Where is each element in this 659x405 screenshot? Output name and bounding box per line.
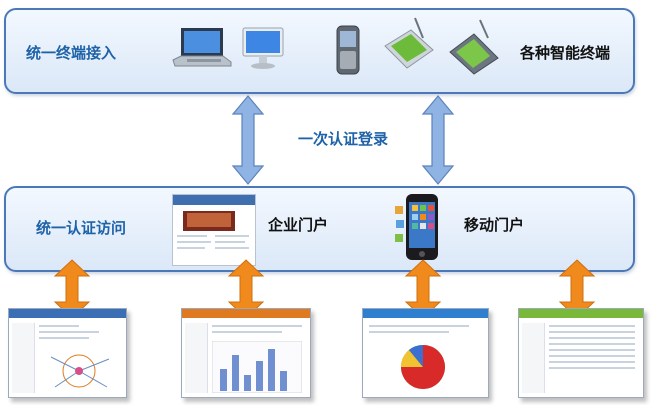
pda-icon <box>449 19 499 75</box>
smartphone-icon <box>395 194 438 260</box>
enterprise-portal-screenshot <box>172 194 256 266</box>
single-sign-on-label: 一次认证登录 <box>298 130 389 148</box>
app3-piechart-screenshot <box>362 308 489 398</box>
unified-auth-panel: 统一认证访问 企业门户 移动门户 <box>4 186 635 272</box>
smart-terminals-label: 各种智能终端 <box>520 44 611 62</box>
enterprise-portal-label: 企业门户 <box>268 216 329 234</box>
blue-double-arrow-right <box>421 95 455 185</box>
unified-auth-label: 统一认证访问 <box>36 219 127 237</box>
app1-dashboard-screenshot <box>8 308 127 398</box>
tablet-icon <box>384 17 434 69</box>
laptop-icon <box>172 28 232 67</box>
app2-barchart-screenshot <box>181 308 311 398</box>
app4-table-screenshot <box>518 308 644 398</box>
terminal-access-label: 统一终端接入 <box>26 44 117 62</box>
phone-icon <box>336 25 360 75</box>
monitor-icon <box>242 27 284 69</box>
mobile-portal-label: 移动门户 <box>464 216 525 234</box>
blue-double-arrow-left <box>231 95 265 185</box>
terminal-access-panel: 统一终端接入 各种智能终端 <box>4 8 635 94</box>
